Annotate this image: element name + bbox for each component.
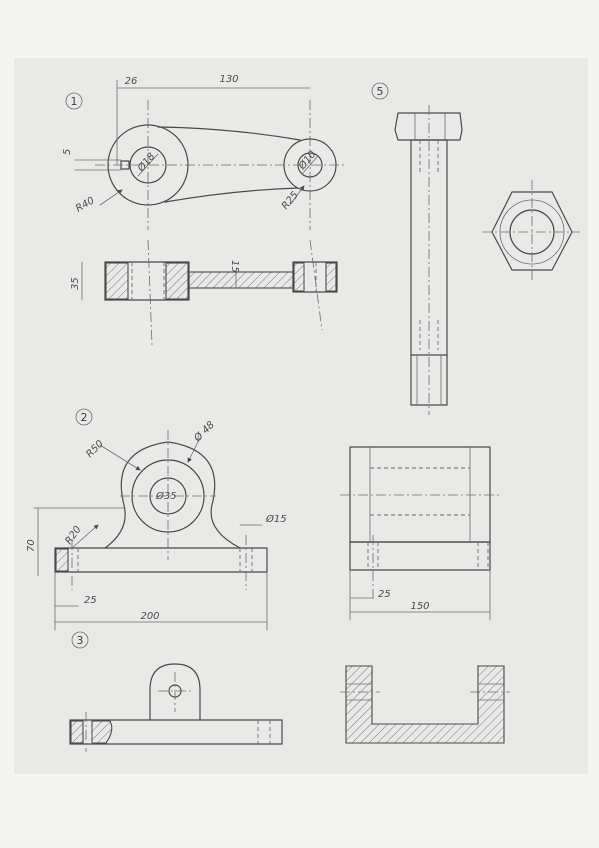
figure-2-number-circle [75,408,93,426]
dim-d15: Ø15 [265,513,287,525]
dim-5: 5 [62,149,73,155]
figure-5-number: 5 [377,85,384,98]
dim-70: 70 [26,539,37,552]
figure-3-number-circle [71,631,89,649]
figure-3-number: 3 [77,634,84,647]
dim-130: 130 [219,74,238,85]
dim-d35: Ø35 [155,490,177,502]
figure-5-number-circle [371,82,389,100]
dim-200: 200 [140,611,159,622]
figure-2-number: 2 [81,411,88,424]
figure-1-number: 1 [71,95,78,108]
figure-1-number-circle [65,92,83,110]
figure-3-support-block: 3 [69,631,510,752]
dim-26: 26 [125,76,138,87]
dim-25-side: 25 [378,589,391,600]
dim-15: 15 [229,260,240,273]
figure-5-hex-bolt: 5 [371,82,580,415]
dim-150: 150 [410,601,429,612]
dim-35: 35 [70,277,81,290]
dim-25: 25 [84,595,97,606]
